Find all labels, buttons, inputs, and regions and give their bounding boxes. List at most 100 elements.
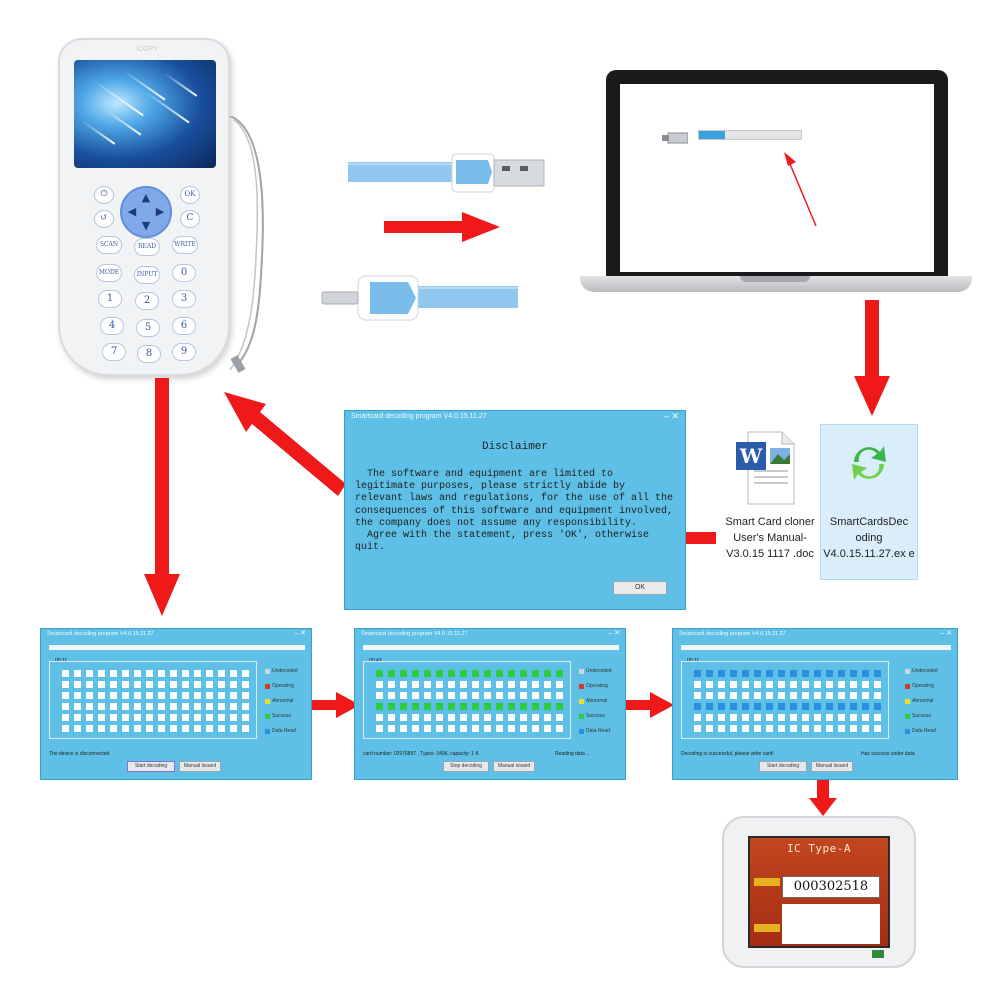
sector-cell bbox=[484, 670, 491, 677]
decoder-window-reading: Smartcard decoding program V4.0.15.11.27… bbox=[354, 628, 626, 780]
write-key[interactable]: WRITE bbox=[172, 236, 198, 254]
exe-file-selection[interactable] bbox=[820, 424, 918, 580]
sector-cell bbox=[460, 703, 467, 710]
digit-key-9[interactable]: 9 bbox=[172, 343, 196, 361]
ok-button[interactable]: OK bbox=[613, 581, 667, 595]
sector-cell bbox=[520, 681, 527, 688]
window-controls[interactable]: – ✕ bbox=[940, 630, 952, 637]
sector-cell bbox=[706, 714, 713, 721]
sector-cell bbox=[754, 681, 761, 688]
start-decoding-button[interactable]: Start decoding bbox=[759, 761, 807, 772]
window-progress-bar bbox=[681, 645, 951, 650]
refresh-icon[interactable] bbox=[846, 440, 892, 486]
card-number-display: 000302518 bbox=[782, 876, 880, 898]
sector-cell bbox=[242, 703, 249, 710]
sector-cell bbox=[146, 670, 153, 677]
sector-cell bbox=[424, 703, 431, 710]
legend-success: Success bbox=[265, 714, 315, 729]
sector-cell bbox=[838, 681, 845, 688]
sector-cell bbox=[86, 714, 93, 721]
sector-cell bbox=[730, 692, 737, 699]
sector-cell bbox=[376, 703, 383, 710]
dialog-window-controls[interactable]: – ✕ bbox=[663, 411, 679, 421]
sector-cell bbox=[694, 670, 701, 677]
up-arrow-icon[interactable]: ▲ bbox=[141, 191, 151, 204]
dpad[interactable]: ▲ ▼ ◀ ▶ bbox=[120, 186, 172, 238]
scan-key[interactable]: SCAN bbox=[96, 236, 122, 254]
doc-file-label[interactable]: Smart Card cloner User's Manual-V3.0.15 … bbox=[725, 516, 815, 560]
return-key[interactable]: ↺ bbox=[94, 210, 114, 228]
ok-key[interactable]: OK bbox=[180, 186, 200, 204]
word-document-icon[interactable]: W bbox=[734, 430, 796, 506]
start-decoding-button[interactable]: Start decoding bbox=[127, 761, 175, 772]
sector-cell bbox=[122, 725, 129, 732]
right-arrow-icon[interactable]: ▶ bbox=[155, 205, 165, 218]
digit-key-8[interactable]: 8 bbox=[137, 345, 161, 363]
digit-key-2[interactable]: 2 bbox=[135, 292, 159, 310]
legend-data-read: Data Read bbox=[905, 729, 955, 744]
input-key[interactable]: INPUT bbox=[134, 266, 160, 284]
svg-text:W: W bbox=[739, 444, 763, 468]
digit-key-5[interactable]: 5 bbox=[136, 319, 160, 337]
sector-cell bbox=[388, 681, 395, 688]
manual-issued-button[interactable]: Manual issued bbox=[493, 761, 535, 772]
window-controls[interactable]: – ✕ bbox=[294, 630, 306, 637]
left-arrow-icon[interactable]: ◀ bbox=[127, 205, 137, 218]
reader-info-panel bbox=[782, 904, 880, 944]
c-key[interactable]: C bbox=[180, 210, 200, 228]
legend-operating: Operating bbox=[579, 684, 629, 699]
stop-decoding-button[interactable]: Stop decoding bbox=[443, 761, 489, 772]
down-arrow-icon[interactable]: ▼ bbox=[141, 219, 151, 232]
sector-cell bbox=[790, 670, 797, 677]
sector-cell bbox=[436, 714, 443, 721]
sector-cell bbox=[472, 714, 479, 721]
sector-cell bbox=[508, 714, 515, 721]
sector-cell bbox=[376, 714, 383, 721]
sector-cell bbox=[98, 670, 105, 677]
sector-cell bbox=[230, 725, 237, 732]
manual-issued-button[interactable]: Manual issued bbox=[179, 761, 221, 772]
sector-cell bbox=[814, 714, 821, 721]
sector-cell bbox=[182, 714, 189, 721]
legend-undecoded: Undecoded bbox=[265, 669, 315, 684]
sector-cell bbox=[412, 692, 419, 699]
sector-cell bbox=[98, 703, 105, 710]
sector-cell bbox=[472, 703, 479, 710]
sector-cell bbox=[206, 681, 213, 688]
sector-cell bbox=[98, 725, 105, 732]
sector-cell bbox=[742, 670, 749, 677]
sector-cell bbox=[802, 670, 809, 677]
sector-cell bbox=[170, 681, 177, 688]
sector-cell bbox=[850, 725, 857, 732]
sector-cell bbox=[242, 670, 249, 677]
sector-cell bbox=[718, 725, 725, 732]
sector-cell bbox=[170, 725, 177, 732]
sector-cell bbox=[730, 725, 737, 732]
digit-key-7[interactable]: 7 bbox=[102, 343, 126, 361]
sector-cell bbox=[206, 725, 213, 732]
sector-cell bbox=[182, 725, 189, 732]
arrow-right-window2-to-window3 bbox=[618, 692, 674, 718]
sector-cell bbox=[850, 692, 857, 699]
exe-file-label[interactable]: SmartCardsDec oding V4.0.15.11.27.ex e bbox=[823, 516, 915, 560]
digit-key-6[interactable]: 6 bbox=[172, 317, 196, 335]
sector-cell bbox=[694, 714, 701, 721]
sector-cell bbox=[412, 703, 419, 710]
digit-key-1[interactable]: 1 bbox=[98, 290, 122, 308]
digit-key-3[interactable]: 3 bbox=[172, 290, 196, 308]
sector-cell bbox=[194, 670, 201, 677]
zero-key[interactable]: 0 bbox=[172, 264, 196, 282]
sector-cell bbox=[694, 725, 701, 732]
sector-cell bbox=[62, 692, 69, 699]
sector-cell bbox=[730, 670, 737, 677]
sector-cell bbox=[814, 681, 821, 688]
read-key[interactable]: READ bbox=[134, 238, 160, 256]
sector-cell bbox=[556, 714, 563, 721]
window-controls[interactable]: – ✕ bbox=[608, 630, 620, 637]
manual-issued-button[interactable]: Manual issued bbox=[811, 761, 853, 772]
sector-cell bbox=[460, 670, 467, 677]
power-button[interactable]: ⏻ bbox=[94, 186, 114, 204]
digit-key-4[interactable]: 4 bbox=[100, 317, 124, 335]
sector-cell bbox=[218, 703, 225, 710]
mode-key[interactable]: MODE bbox=[96, 264, 122, 282]
